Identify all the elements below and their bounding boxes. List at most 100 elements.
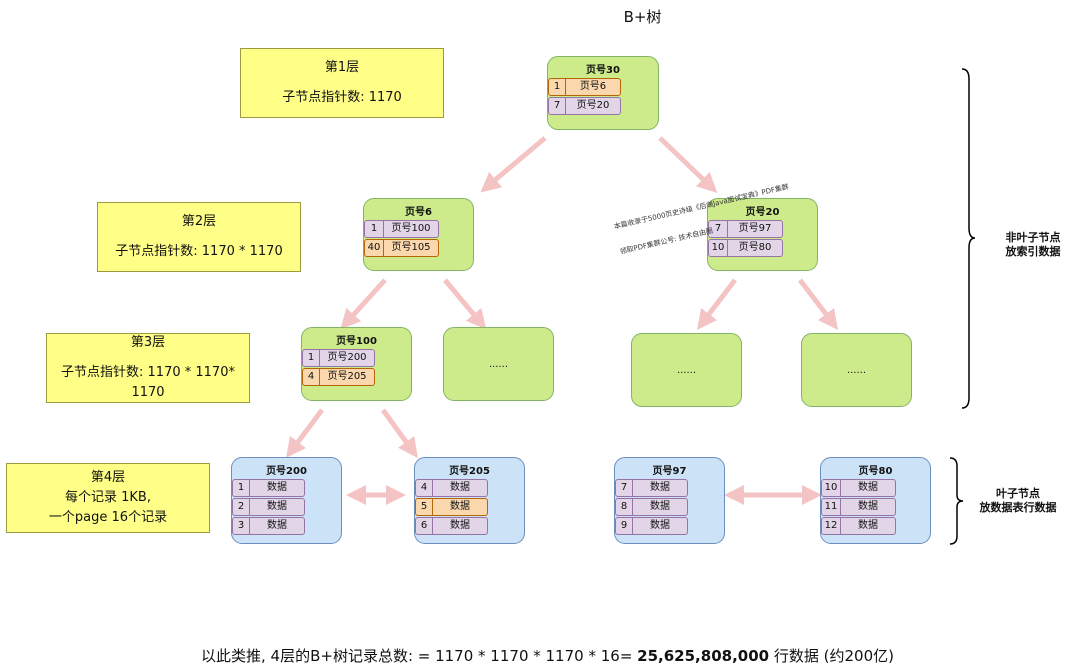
record-data: 数据 (433, 517, 488, 535)
entry-pointer: 页号205 (320, 368, 375, 386)
diagram-title: B+树 (623, 8, 662, 26)
node-title: 页号20 (745, 207, 780, 218)
node-ellipsis-2: ...... (631, 333, 742, 407)
summary-total: 25,625,808,000 (637, 647, 770, 665)
record-data: 数据 (841, 498, 896, 516)
record-data: 数据 (250, 479, 305, 497)
ellipsis-text: ...... (676, 364, 697, 376)
entry-pointer: 页号100 (384, 220, 439, 238)
node-title: 页号100 (336, 336, 377, 347)
record-data: 数据 (841, 517, 896, 535)
leaf-title: 页号205 (449, 466, 490, 477)
entry-key: 40 (364, 239, 384, 257)
level-2-note: 第2层 子节点指针数: 1170 * 1170 (97, 202, 301, 272)
level-4-record-size: 每个记录 1KB, (65, 490, 151, 505)
record-data: 数据 (433, 498, 488, 516)
leaf-title: 页号97 (652, 466, 687, 477)
edge-p20-ell3 (798, 278, 839, 330)
entry-pointer: 页号20 (566, 97, 621, 115)
edge-p6-p100 (340, 278, 387, 330)
record-data: 数据 (841, 479, 896, 497)
record-data: 数据 (433, 479, 488, 497)
entry-key: 7 (548, 97, 566, 115)
entry-key: 1 (548, 78, 566, 96)
level-3-desc: 子节点指针数: 1170 * 1170* 1170 (61, 365, 235, 400)
edge-root-p20 (658, 136, 718, 193)
leaf-label-line1: 叶子节点 (996, 487, 1040, 500)
entry-key: 1 (364, 220, 384, 238)
edge-p100-p205 (380, 408, 418, 459)
record-key: 8 (615, 498, 633, 516)
ellipsis-text: ...... (846, 364, 867, 376)
record-data: 数据 (633, 479, 688, 497)
record-key: 5 (415, 498, 433, 516)
node-ellipsis-3: ...... (801, 333, 912, 407)
entry-pointer: 页号105 (384, 239, 439, 257)
record-key: 4 (415, 479, 433, 497)
edge-p100-p200 (286, 408, 324, 458)
level-3-name: 第3层 (130, 335, 166, 350)
nonleaf-label: 非叶子节点 放索引数据 (990, 231, 1076, 259)
leaf-title: 页号200 (266, 466, 307, 477)
entry-key: 10 (708, 239, 728, 257)
level-2-desc: 子节点指针数: 1170 * 1170 (115, 244, 283, 259)
entry-pointer: 页号80 (728, 239, 783, 257)
edge-p20-ell2 (696, 278, 737, 330)
summary-prefix: 以此类推, 4层的B+树记录总数: = 1170 * 1170 * 1170 *… (201, 647, 633, 665)
node-ellipsis-1: ...... (443, 327, 554, 401)
entry-pointer: 页号6 (566, 78, 621, 96)
record-key: 9 (615, 517, 633, 535)
record-data: 数据 (633, 498, 688, 516)
node-title: 页号30 (586, 65, 620, 76)
level-4-note: 第4层 每个记录 1KB, 一个page 16个记录 (6, 463, 210, 533)
brace-leaf (949, 457, 964, 545)
record-key: 7 (615, 479, 633, 497)
brace-nonleaf (961, 68, 976, 409)
record-key: 2 (232, 498, 250, 516)
leaf-label-line2: 放数据表行数据 (979, 501, 1057, 514)
record-key: 11 (821, 498, 841, 516)
record-data: 数据 (250, 498, 305, 516)
summary-line: 以此类推, 4层的B+树记录总数: = 1170 * 1170 * 1170 *… (201, 645, 894, 666)
level-1-note: 第1层 子节点指针数: 1170 (240, 48, 444, 118)
entry-pointer: 页号200 (320, 349, 375, 367)
level-2-name: 第2层 (181, 214, 217, 229)
nonleaf-label-line2: 放索引数据 (1005, 245, 1061, 258)
record-key: 6 (415, 517, 433, 535)
record-data: 数据 (633, 517, 688, 535)
node-title: 页号6 (405, 207, 432, 218)
nonleaf-label-line1: 非叶子节点 (1005, 231, 1061, 244)
entry-key: 1 (302, 349, 320, 367)
record-key: 12 (821, 517, 841, 535)
record-key: 3 (232, 517, 250, 535)
summary-suffix: 行数据 (约200亿) (773, 647, 894, 665)
record-key: 1 (232, 479, 250, 497)
level-4-name: 第4层 (90, 470, 126, 485)
edge-root-p6 (480, 136, 547, 193)
leaf-title: 页号80 (858, 466, 893, 477)
record-key: 10 (821, 479, 841, 497)
